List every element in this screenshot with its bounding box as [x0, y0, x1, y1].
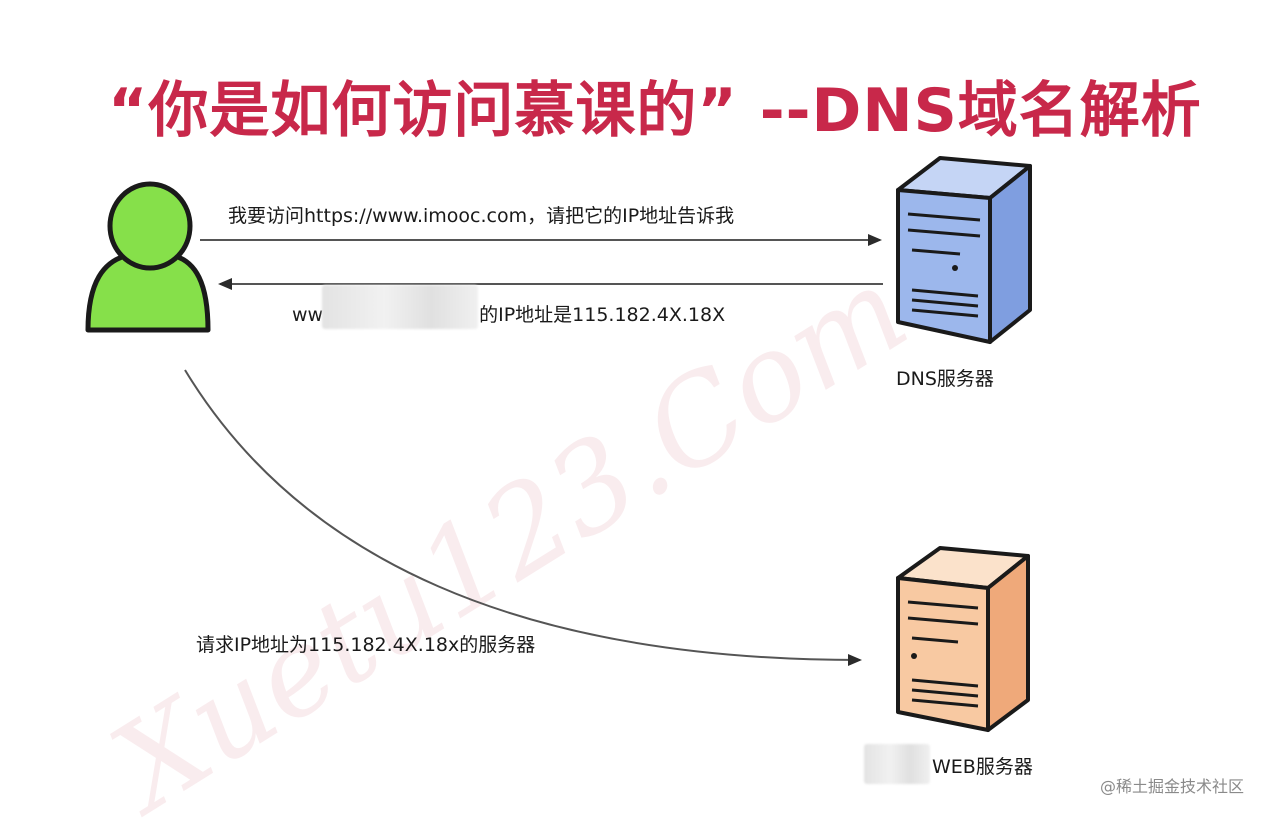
user-icon	[85, 181, 211, 333]
web-request-label: 请求IP地址为115.182.4X.18x的服务器	[196, 634, 536, 656]
web-server-icon	[896, 546, 1030, 732]
dns-server-label: DNS服务器	[896, 368, 994, 390]
request-label: 我要访问https://www.imooc.com，请把它的IP地址告诉我	[228, 205, 735, 227]
web-server-label: WEB服务器	[932, 756, 1033, 778]
response-label: ww 的IP地址是115.182.4X.18X	[292, 300, 725, 328]
page-title: “你是如何访问慕课的” --DNS域名解析	[108, 76, 1202, 146]
response-label-prefix: ww	[292, 304, 324, 326]
redacted-block	[322, 285, 478, 329]
footer-watermark: @稀土掘金技术社区	[1099, 777, 1244, 796]
diagram-canvas	[85, 156, 1032, 732]
dns-server-icon	[896, 156, 1032, 344]
response-label-suffix: 的IP地址是115.182.4X.18X	[479, 304, 726, 326]
redacted-block	[864, 744, 930, 784]
web-request-arrow	[184, 369, 862, 666]
